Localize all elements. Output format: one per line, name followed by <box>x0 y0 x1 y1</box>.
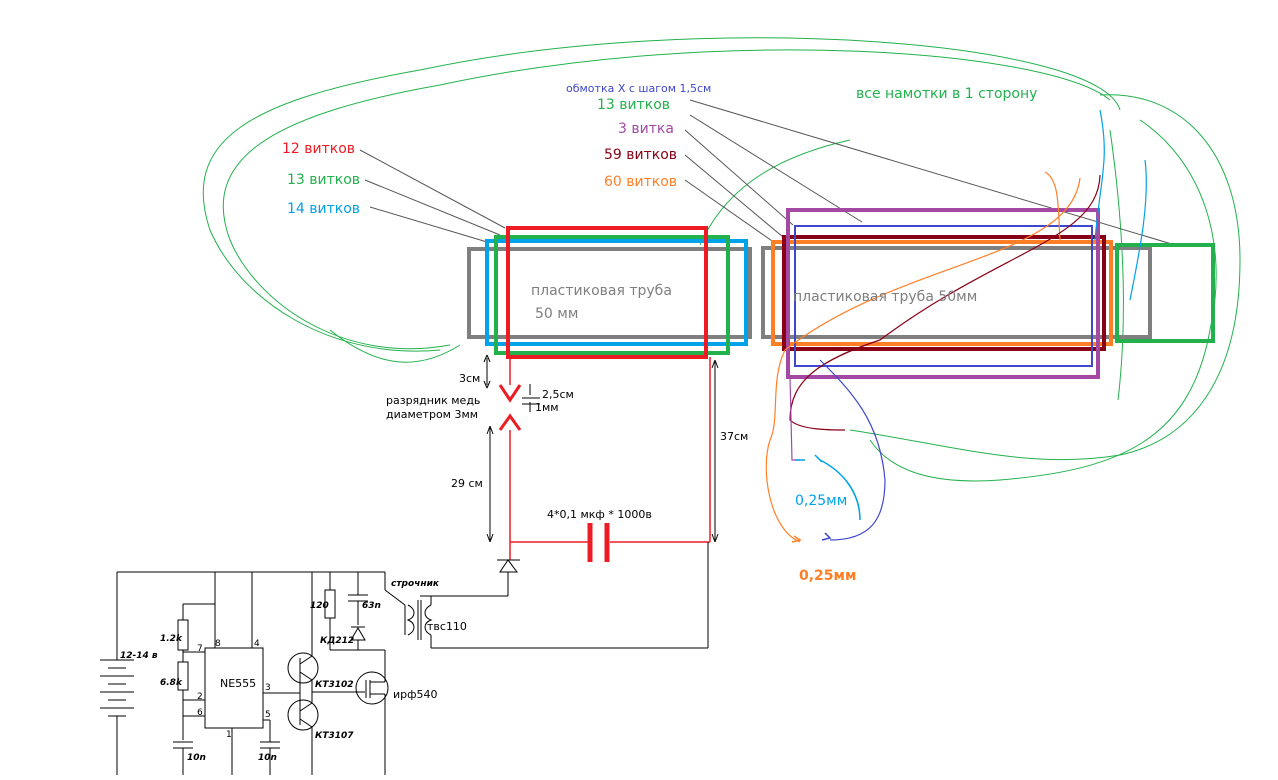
label-turns-14: 14 витков <box>287 201 360 217</box>
label-pin6: 6 <box>197 708 203 718</box>
label-diode: КД212 <box>320 636 354 646</box>
label-all-one-direction: все намотки в 1 сторону <box>856 86 1037 102</box>
outer-green-loop-1 <box>202 37 1217 482</box>
driver-schematic <box>100 542 709 775</box>
label-pin3: 3 <box>265 683 271 693</box>
label-wire-025-blue: 0,25мм <box>795 493 847 509</box>
leader-lines <box>359 99 1176 246</box>
label-spark-gap-2: диаметром 3мм <box>386 408 478 421</box>
label-winding-x: обмотка X с шагом 1,5см <box>566 82 711 95</box>
left-coil-red-12 <box>506 226 708 359</box>
label-dist-37: 37см <box>720 430 748 443</box>
hv-diode <box>420 559 520 597</box>
arrow-navy <box>821 532 832 541</box>
label-r120: 120 <box>310 601 329 611</box>
right-tube-gray <box>761 246 1152 339</box>
label-turns-60: 60 витков <box>604 174 677 190</box>
label-pin1: 1 <box>226 730 232 740</box>
dimension-lines <box>483 354 719 543</box>
left-tube-gray <box>467 247 752 339</box>
label-supply: 12-14 в <box>120 651 158 661</box>
label-r1-2k: 1.2k <box>160 634 183 644</box>
label-c63n: 63n <box>362 601 381 611</box>
label-r6-8k: 6.8k <box>160 678 183 688</box>
label-tube-left-1: пластиковая труба <box>531 283 672 299</box>
navy-wire-tail <box>819 359 886 541</box>
blue-wire-tail <box>1094 109 1147 301</box>
label-capacitor: 4*0,1 мкф * 1000в <box>547 508 652 521</box>
label-t2: КТ3107 <box>315 731 354 741</box>
label-pin5: 5 <box>265 710 271 720</box>
arrow-orange <box>791 535 802 543</box>
label-c10n-b: 10n <box>258 753 277 763</box>
orange-wire-tail <box>765 171 1081 543</box>
left-coil-green-13 <box>494 235 730 355</box>
label-turns-59: 59 витков <box>604 147 677 163</box>
label-pin7: 7 <box>197 644 203 654</box>
label-c10n-a: 10n <box>187 753 206 763</box>
outer-green-loop-2 <box>222 49 1241 461</box>
label-dist-29: 29 см <box>451 477 483 490</box>
label-turns-13-right: 13 витков <box>597 97 670 113</box>
label-turns-3: 3 витка <box>618 121 674 137</box>
label-flyback-model: твс110 <box>427 620 467 633</box>
label-pin8: 8 <box>215 639 221 649</box>
label-tube-right: пластиковая труба 50мм <box>793 289 977 305</box>
label-gap-1mm: 1мм <box>535 401 559 414</box>
outer-green-loop-3 <box>329 129 1124 401</box>
right-coil-navy-x <box>794 225 1093 367</box>
spark-gap-bottom <box>498 413 522 431</box>
label-gap-25: 2,5см <box>542 388 574 401</box>
arrow-blue <box>795 454 861 521</box>
label-mosfet: ирф540 <box>393 688 438 701</box>
right-coil-green-13 <box>1115 243 1215 343</box>
label-turns-13-left: 13 витков <box>287 172 360 188</box>
spark-gap-top <box>498 384 522 403</box>
label-pin2: 2 <box>197 692 203 702</box>
label-t1: КТ3102 <box>315 680 354 690</box>
right-coil-orange-60 <box>771 240 1113 346</box>
label-spark-gap-1: разрядник медь <box>386 394 480 407</box>
label-tube-left-2: 50 мм <box>535 306 578 322</box>
right-coil-purple-3 <box>786 208 1100 379</box>
label-ic: NE555 <box>220 677 256 690</box>
label-flyback: строчник <box>391 579 440 589</box>
right-coil-darkred-59 <box>782 235 1106 351</box>
darkred-wire-tail <box>789 174 1101 431</box>
label-wire-025-orange: 0,25мм <box>799 568 856 584</box>
label-turns-12: 12 витков <box>282 141 355 157</box>
label-pin4: 4 <box>254 639 260 649</box>
hv-circuit <box>509 357 711 560</box>
left-coil-blue-14 <box>485 239 748 346</box>
label-gap-3cm: 3см <box>459 372 480 385</box>
